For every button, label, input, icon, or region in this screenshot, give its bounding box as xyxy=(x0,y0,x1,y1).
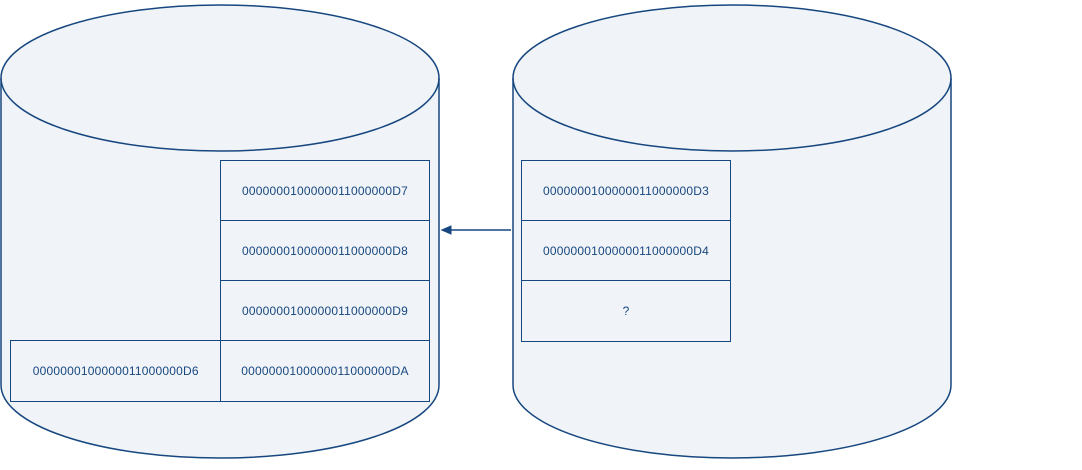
right-cylinder-top-ellipse xyxy=(512,4,952,152)
left-db-row-3: 0000000100000011000000D9 xyxy=(220,280,430,342)
left-db-row-1: 0000000100000011000000D7 xyxy=(220,160,430,222)
arrowhead-left-icon xyxy=(440,225,452,235)
left-cylinder-top-ellipse xyxy=(0,4,440,152)
left-db-row-4-left-cell: 0000000100000011000000D6 xyxy=(10,340,222,402)
left-db-row-2: 0000000100000011000000D8 xyxy=(220,220,430,282)
right-db-row-3: ? xyxy=(521,280,731,342)
left-db-row-4-right-cell: 0000000100000011000000DA xyxy=(220,340,430,402)
left-cylinder-body-outline xyxy=(0,78,440,459)
right-cylinder-body-outline xyxy=(512,78,952,459)
right-to-left-arrow xyxy=(440,225,511,235)
right-db-row-1: 0000000100000011000000D3 xyxy=(521,160,731,222)
right-db-row-2: 0000000100000011000000D4 xyxy=(521,220,731,282)
